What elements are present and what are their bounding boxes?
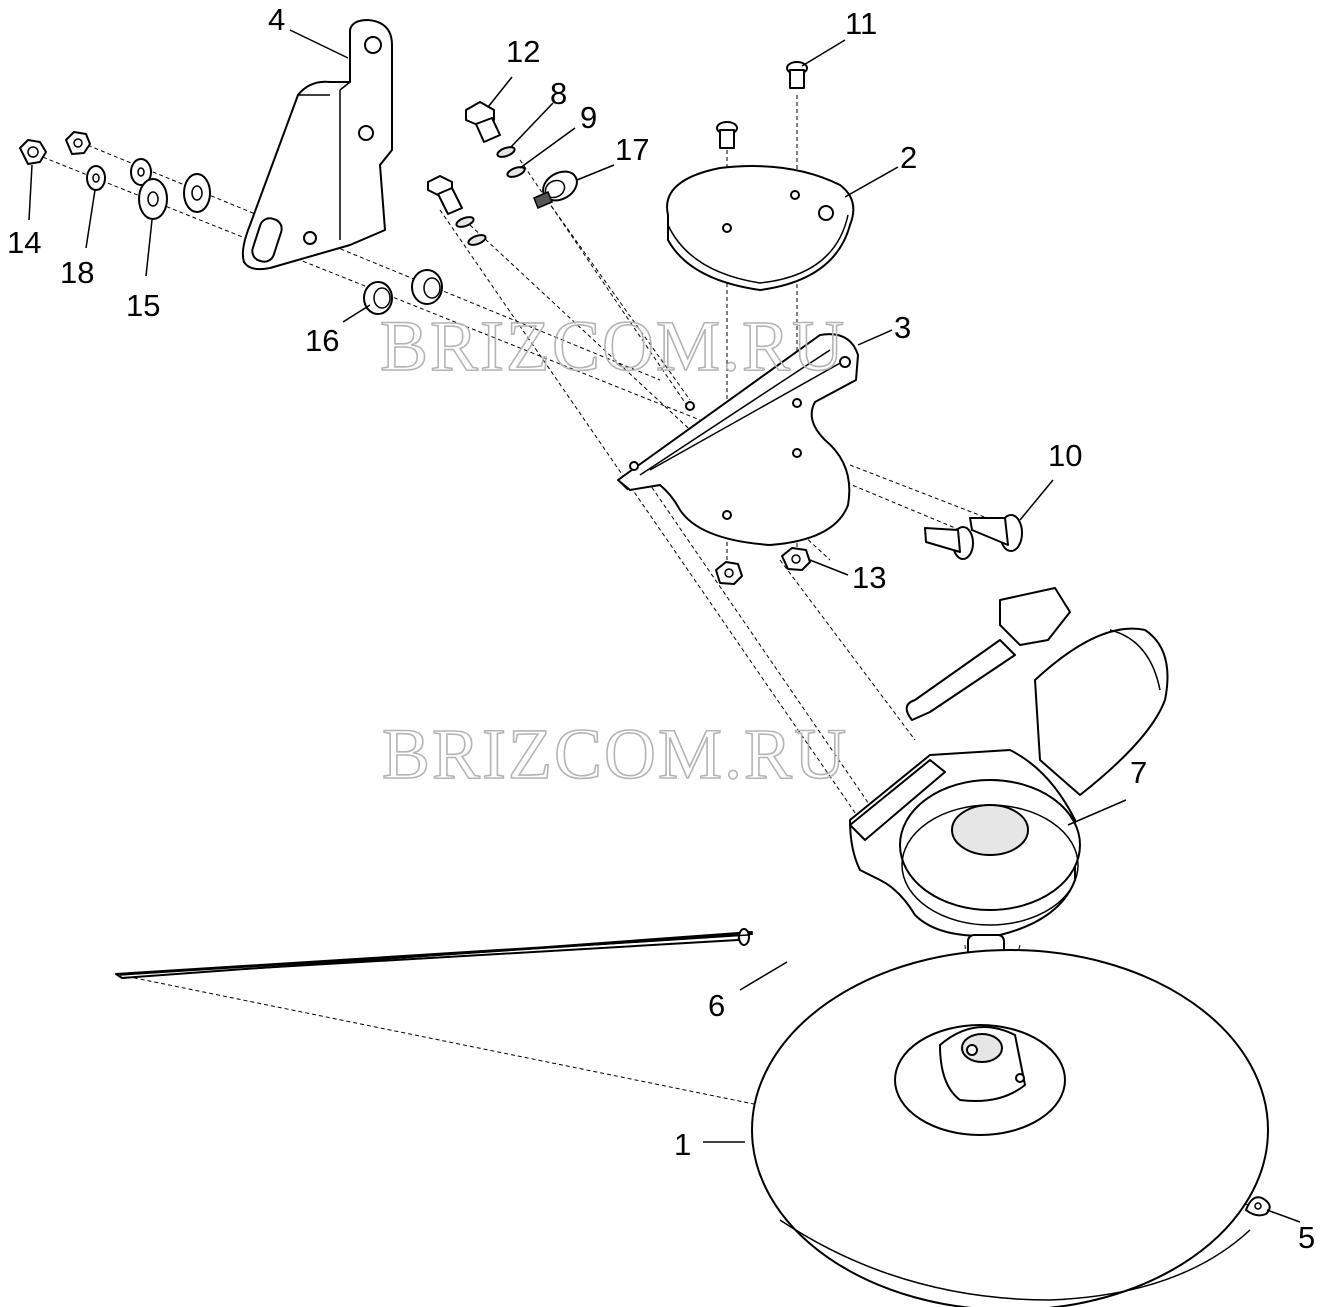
part-11-screw (716, 61, 808, 149)
part-10-bolt (924, 514, 1023, 560)
callout-10: 10 (1048, 438, 1082, 473)
watermark-middle: BRIZCOM.RU (382, 714, 848, 794)
callout-6: 6 (708, 988, 725, 1023)
part-2-plate (666, 165, 855, 291)
callout-8: 8 (550, 76, 567, 111)
watermark-top: BRIZCOM.RU (380, 306, 846, 386)
callout-labels: 1 2 3 4 5 6 7 8 9 10 11 12 13 14 15 16 1… (7, 2, 1315, 1255)
callout-13: 13 (852, 560, 886, 595)
callout-12: 12 (506, 34, 540, 69)
part-13-nut (715, 547, 811, 585)
leader-lines (28, 29, 1301, 1223)
callout-15: 15 (126, 288, 160, 323)
part-18-washer (65, 131, 106, 191)
part-14-nut (19, 139, 47, 165)
part-6-pin (115, 928, 753, 979)
part-3-mounting-plate (617, 333, 859, 546)
part-5-clip (1245, 1196, 1271, 1217)
callout-1: 1 (674, 1127, 691, 1162)
callout-18: 18 (60, 255, 94, 290)
part-12-bolt (427, 101, 501, 215)
part-9-washer (467, 166, 526, 246)
callout-2: 2 (900, 140, 917, 175)
callout-3: 3 (894, 310, 911, 345)
callout-7: 7 (1130, 755, 1147, 790)
part-4-bracket (241, 19, 393, 271)
callout-16: 16 (305, 323, 339, 358)
part-16-bushing (363, 269, 443, 315)
callout-4: 4 (268, 2, 285, 37)
part-15-washer (130, 158, 211, 220)
part-7-motor (849, 587, 1169, 966)
callout-17: 17 (615, 132, 649, 167)
callout-9: 9 (580, 100, 597, 135)
part-1-disc (751, 949, 1269, 1307)
callout-11: 11 (845, 6, 877, 41)
callout-14: 14 (7, 225, 41, 260)
callout-5: 5 (1298, 1220, 1315, 1255)
part-8-washer (455, 146, 516, 228)
part-17-grommet (533, 170, 578, 209)
